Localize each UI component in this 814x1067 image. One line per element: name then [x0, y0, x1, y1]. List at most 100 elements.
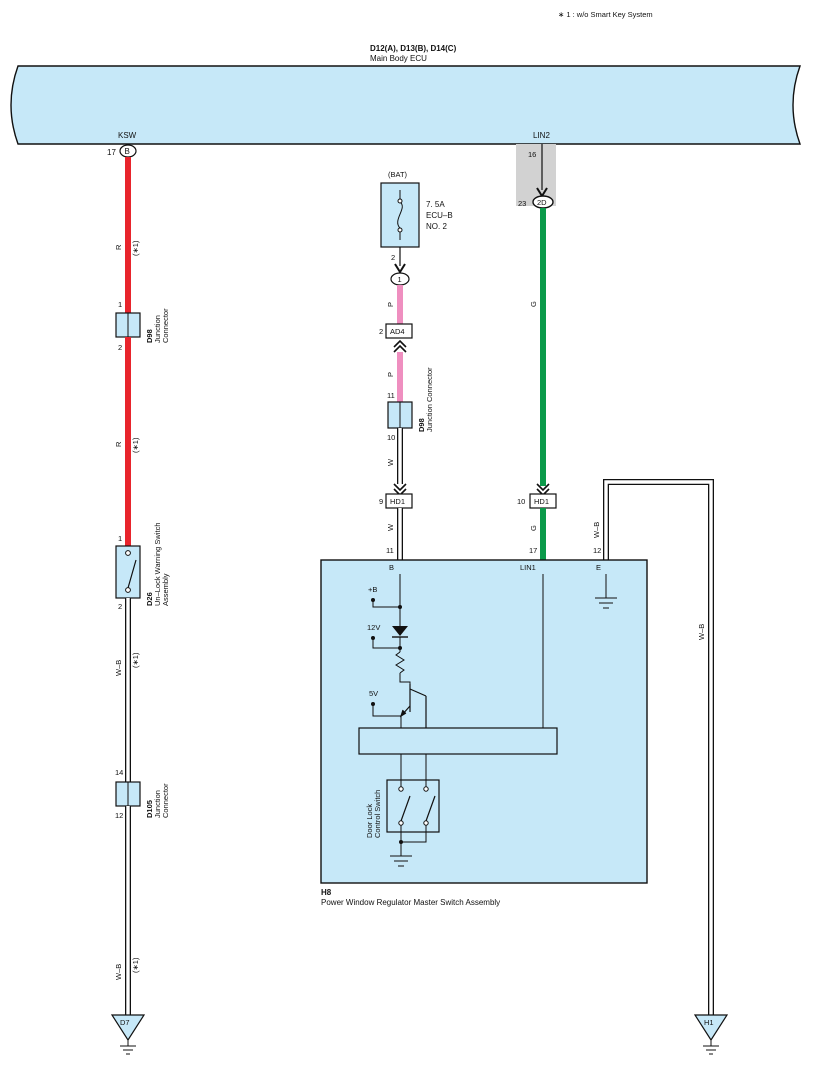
d26-contact-top [125, 550, 131, 556]
d98a-pin-in: 1 [118, 300, 122, 309]
v12-label: 12V [367, 623, 380, 632]
d26-name2: Assembly [161, 573, 170, 606]
door-lock-switch [386, 779, 440, 833]
wire-p2: P [386, 372, 395, 377]
h8-pin-e: 12 [593, 546, 601, 555]
d105-name2: Connector [161, 783, 170, 818]
main-body-ecu: D12(A), D13(B), D14(C) Main Body ECU KSW… [10, 44, 801, 145]
h8-module: 11 B 17 LIN1 12 E +B 12V 5V [320, 546, 648, 884]
hd1b-label: HD1 [534, 497, 549, 506]
switch-label2: Control Switch [373, 790, 382, 838]
d98b-name: Junction Connector [425, 367, 434, 432]
d26-blade [127, 559, 137, 589]
transistor-icon [399, 684, 427, 728]
d105-name1: Junction [153, 790, 162, 818]
fuse-pin: 2 [391, 253, 395, 262]
h8-label-b: B [389, 563, 394, 572]
plus-b-label: +B [368, 585, 377, 594]
wire-r1: R [114, 244, 123, 250]
middle-circuit: (BAT) 7. 5A ECU–B NO. 2 2 1 P 2 AD4 P 11… [379, 170, 453, 560]
ecu-connectors: D12(A), D13(B), D14(C) [370, 44, 457, 53]
h8-box [320, 559, 648, 884]
fuse-icon [397, 201, 403, 229]
logic-block [358, 727, 558, 755]
switch-blade-1 [400, 795, 411, 822]
h8-name: Power Window Regulator Master Switch Ass… [321, 898, 500, 907]
fuse-name1: ECU–B [426, 211, 453, 220]
legend-note: ∗ 1 : w/o Smart Key System [558, 10, 653, 19]
ecu-lin2-label: LIN2 [533, 131, 550, 140]
ksw-connector-code: B [125, 147, 130, 156]
left-circuit: 17 B R (∗1) 1 2 D98 Junction Connector R… [107, 144, 170, 1055]
d98a-name2: Connector [161, 308, 170, 343]
d26-code: D26 [145, 592, 154, 606]
d26-name1: Un–Lock Warning Switch [153, 522, 162, 606]
fuse-arrow-icon [394, 263, 406, 274]
wire-wb-right2: W–B [697, 624, 706, 640]
diode-icon [392, 626, 408, 636]
wire-w1: W [386, 458, 395, 466]
ecu-box [10, 65, 801, 145]
d26-contact-bottom [125, 587, 131, 593]
wire-g2: G [529, 525, 538, 531]
h8-label-e: E [596, 563, 601, 572]
wire-wb1: W–B [114, 660, 123, 676]
h8-code: H8 [321, 888, 332, 897]
ground-h1-triangle [693, 1014, 729, 1042]
ad4-connector [385, 323, 413, 339]
switch-blade-2 [425, 795, 436, 822]
d98a-code: D98 [145, 329, 154, 343]
ground-d7-triangle [110, 1014, 146, 1042]
d105-pin-out: 12 [115, 811, 123, 820]
wire-r2-note: (∗1) [131, 437, 140, 453]
ground-d7-icon [120, 1040, 136, 1055]
h8-pin-lin1: 17 [529, 546, 537, 555]
wire-wb-right1: W–B [592, 522, 601, 538]
ground-d7-label: D7 [120, 1018, 130, 1027]
fuse-name2: NO. 2 [426, 222, 447, 231]
wire-wb2-note: (∗1) [131, 957, 140, 973]
bat-label: (BAT) [388, 170, 408, 179]
lin2-pin: 16 [528, 150, 536, 159]
d105-pin-in: 14 [115, 768, 123, 777]
wire-r2: R [114, 441, 123, 447]
wire-wb1-note: (∗1) [131, 652, 140, 668]
right-circuit: W–B W–B H1 [592, 479, 729, 1055]
fuse-rating: 7. 5A [426, 200, 445, 209]
switch-ground-icon [390, 855, 412, 867]
wire-g1: G [529, 301, 538, 307]
ad4-pin: 2 [379, 327, 383, 336]
wire-p1: P [386, 302, 395, 307]
connector-2d-label: 2D [537, 198, 547, 207]
wire-r1-note: (∗1) [131, 240, 140, 256]
d98a-pin-out: 2 [118, 343, 122, 352]
hd1a-pin: 9 [379, 497, 383, 506]
ad4-chevron-icon [393, 339, 407, 353]
lin2-shade [516, 144, 556, 206]
d98b-pin-out: 10 [387, 433, 395, 442]
wire-w2: W [386, 523, 395, 531]
v5-label: 5V [369, 689, 378, 698]
switch-label1: Door Lock [365, 804, 374, 838]
connector-1-label: 1 [398, 275, 402, 284]
wire-wb2: W–B [114, 964, 123, 980]
ad4-label: AD4 [390, 327, 405, 336]
h8-label-lin1: LIN1 [520, 563, 536, 572]
hd1a-chevron-icon [393, 483, 407, 497]
ksw-pin: 17 [107, 148, 116, 157]
d26-pin-in: 1 [118, 534, 122, 543]
d98b-pin-in: 11 [387, 391, 395, 400]
ground-h1-icon [703, 1040, 719, 1055]
d98a-name1: Junction [153, 315, 162, 343]
pin-23: 23 [518, 199, 526, 208]
lin-circuit: 16 23 2D G 10 HD1 G [516, 144, 557, 560]
resistor-icon [395, 651, 405, 674]
ground-h1-label: H1 [704, 1018, 714, 1027]
d26-pin-out: 2 [118, 602, 122, 611]
ecu-ksw-label: KSW [118, 131, 137, 140]
ecu-name: Main Body ECU [370, 54, 427, 63]
e-ground-icon [595, 597, 617, 609]
h8-pin-b: 11 [386, 546, 394, 555]
d98b-code: D98 [417, 418, 426, 432]
